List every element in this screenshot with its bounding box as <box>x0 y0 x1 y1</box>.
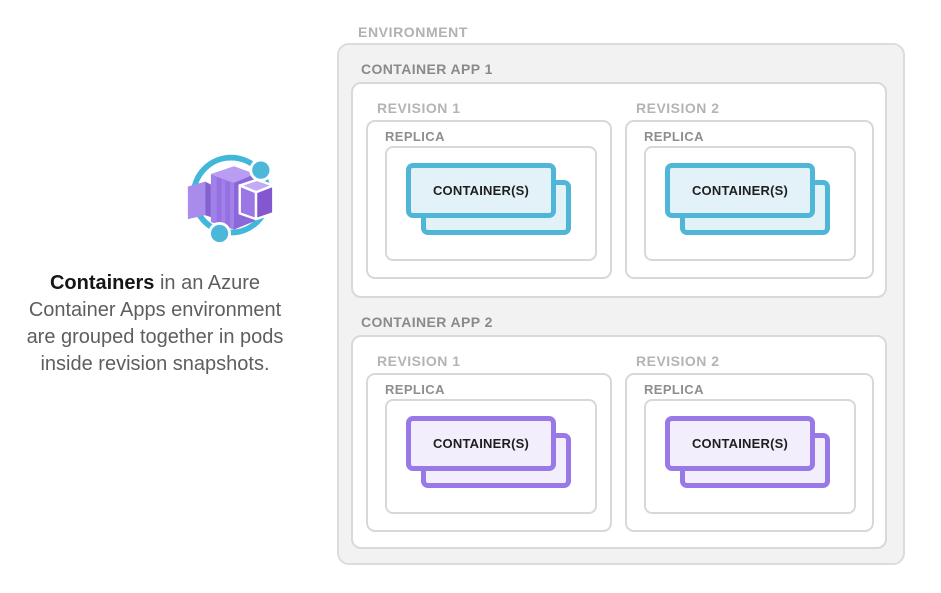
replica-box: CONTAINER(S) <box>385 399 597 514</box>
app2-revision-2: REVISION 2 REPLICA CONTAINER(S) <box>625 353 874 535</box>
caption-text: Containers in an Azure Container Apps en… <box>2 270 308 378</box>
caption-line: are grouped together in pods <box>26 326 284 348</box>
container-label: CONTAINER(S) <box>691 183 789 198</box>
container-stack: CONTAINER(S) <box>665 416 835 496</box>
replica-label: REPLICA <box>644 129 704 144</box>
revision-label: REVISION 2 <box>636 353 720 369</box>
app1-revision-1: REVISION 1 REPLICA CONTAINER(S) <box>366 100 612 282</box>
container-box-front: CONTAINER(S) <box>406 416 556 471</box>
caption-bold-lead: Containers <box>49 272 155 294</box>
revision-box: REPLICA CONTAINER(S) <box>625 373 874 532</box>
environment-label: ENVIRONMENT <box>358 24 469 40</box>
environment-box: CONTAINER APP 1 REVISION 1 REPLICA CONTA… <box>337 43 905 565</box>
replica-box: CONTAINER(S) <box>385 146 597 261</box>
container-label: CONTAINER(S) <box>432 183 530 198</box>
container-app-1-box: CONTAINER APP 1 REVISION 1 REPLICA CONTA… <box>351 61 887 298</box>
revision-box: REPLICA CONTAINER(S) <box>366 120 612 279</box>
caption-line: inside revision snapshots. <box>40 353 270 375</box>
app1-revision-2: REVISION 2 REPLICA CONTAINER(S) <box>625 100 874 282</box>
container-label: CONTAINER(S) <box>432 436 530 451</box>
container-label: CONTAINER(S) <box>691 436 789 451</box>
container-app-1-label: CONTAINER APP 1 <box>361 61 493 77</box>
container-stack: CONTAINER(S) <box>406 416 576 496</box>
caption-line: Container Apps environment <box>28 299 282 321</box>
replica-box: CONTAINER(S) <box>644 146 856 261</box>
revision-box: REPLICA CONTAINER(S) <box>625 120 874 279</box>
replica-label: REPLICA <box>385 129 445 144</box>
revision-label: REVISION 2 <box>636 100 720 116</box>
revision-label: REVISION 1 <box>377 100 461 116</box>
replica-label: REPLICA <box>644 382 704 397</box>
container-app-2-box: CONTAINER APP 2 REVISION 1 REPLICA CONTA… <box>351 314 887 549</box>
app2-revision-1: REVISION 1 REPLICA CONTAINER(S) <box>366 353 612 535</box>
container-app-2-label: CONTAINER APP 2 <box>361 314 493 330</box>
container-box-front: CONTAINER(S) <box>665 163 815 218</box>
container-box-front: CONTAINER(S) <box>665 416 815 471</box>
replica-label: REPLICA <box>385 382 445 397</box>
azure-containers-icon <box>187 154 275 246</box>
container-box-front: CONTAINER(S) <box>406 163 556 218</box>
container-stack: CONTAINER(S) <box>665 163 835 243</box>
replica-box: CONTAINER(S) <box>644 399 856 514</box>
revision-box: REPLICA CONTAINER(S) <box>366 373 612 532</box>
container-stack: CONTAINER(S) <box>406 163 576 243</box>
revision-label: REVISION 1 <box>377 353 461 369</box>
caption-line: Containers in an Azure <box>49 272 261 294</box>
